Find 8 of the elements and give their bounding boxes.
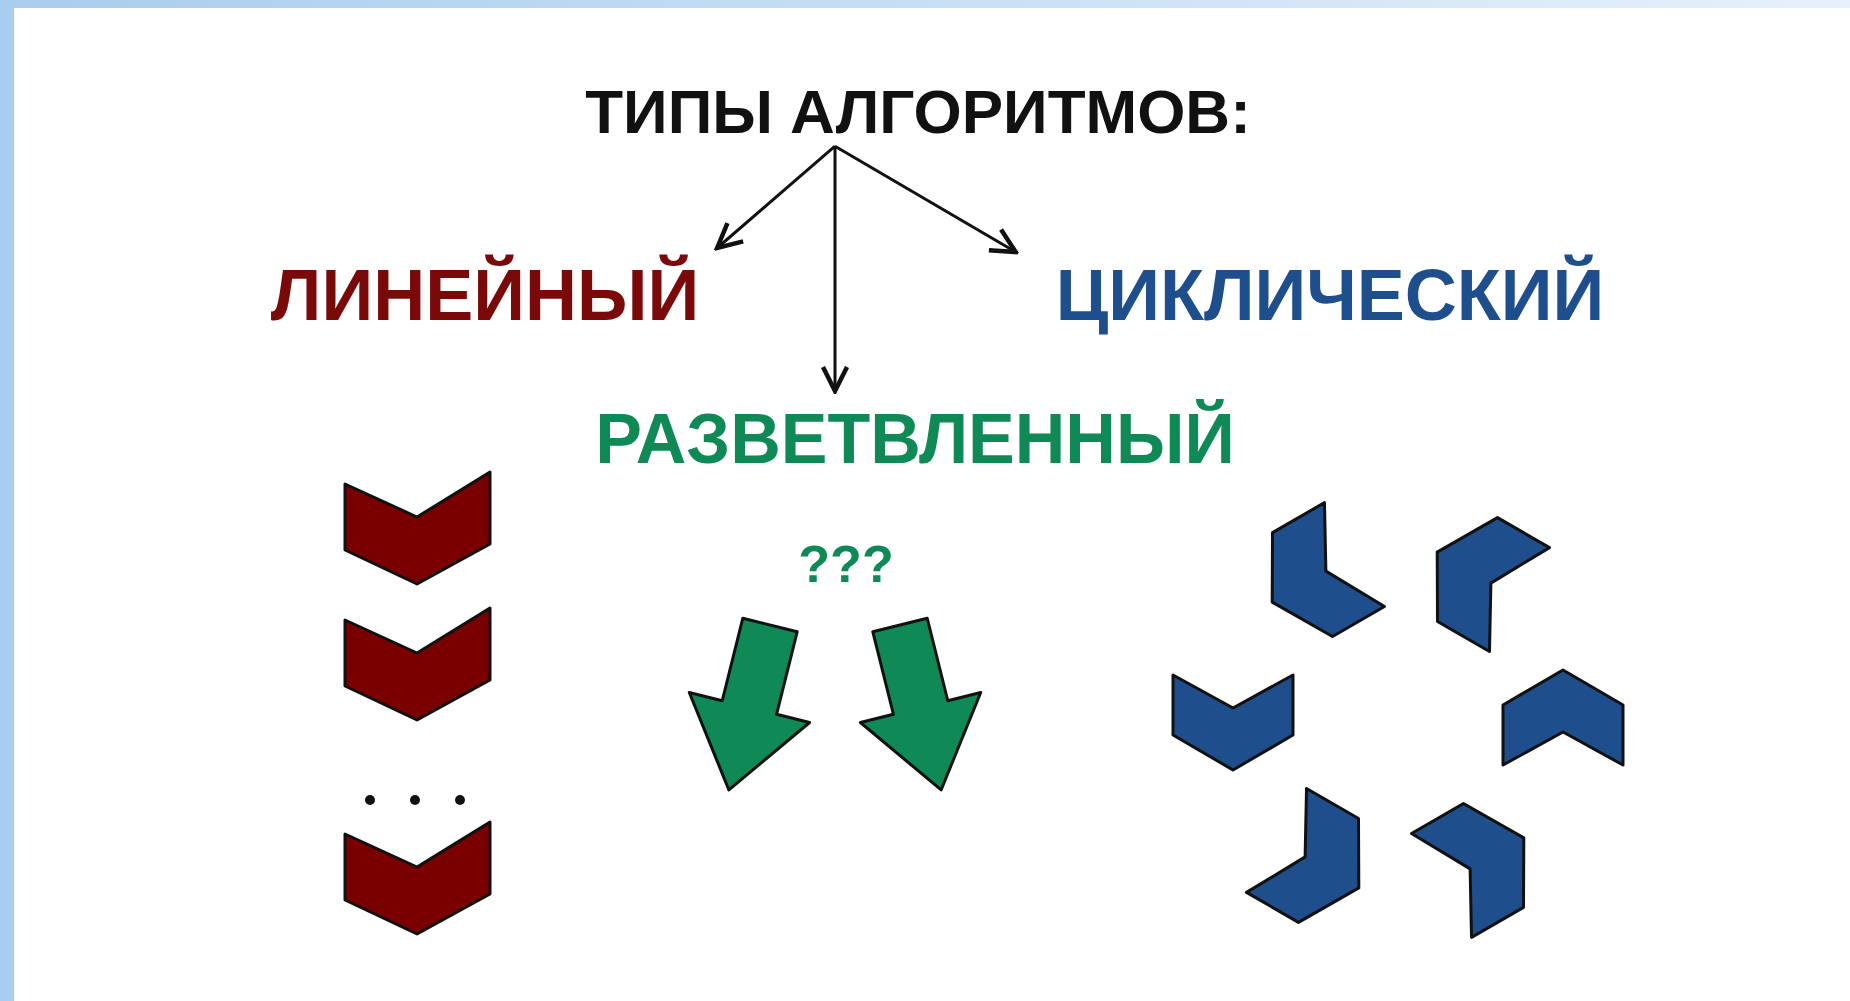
category-label: ЛИНЕЙНЫЙ: [270, 250, 700, 342]
category-label: РАЗВЕТВЛЕННЫЙ: [595, 395, 1235, 484]
arrow: [820, 146, 850, 394]
arrow: [714, 145, 836, 251]
heading: ТИПЫ АЛГОРИТМОВ:: [585, 72, 1251, 153]
arrow: [834, 144, 1018, 255]
question-marks: ???: [798, 534, 894, 595]
category-label: ЦИКЛИЧЕСКИЙ: [1055, 250, 1605, 342]
